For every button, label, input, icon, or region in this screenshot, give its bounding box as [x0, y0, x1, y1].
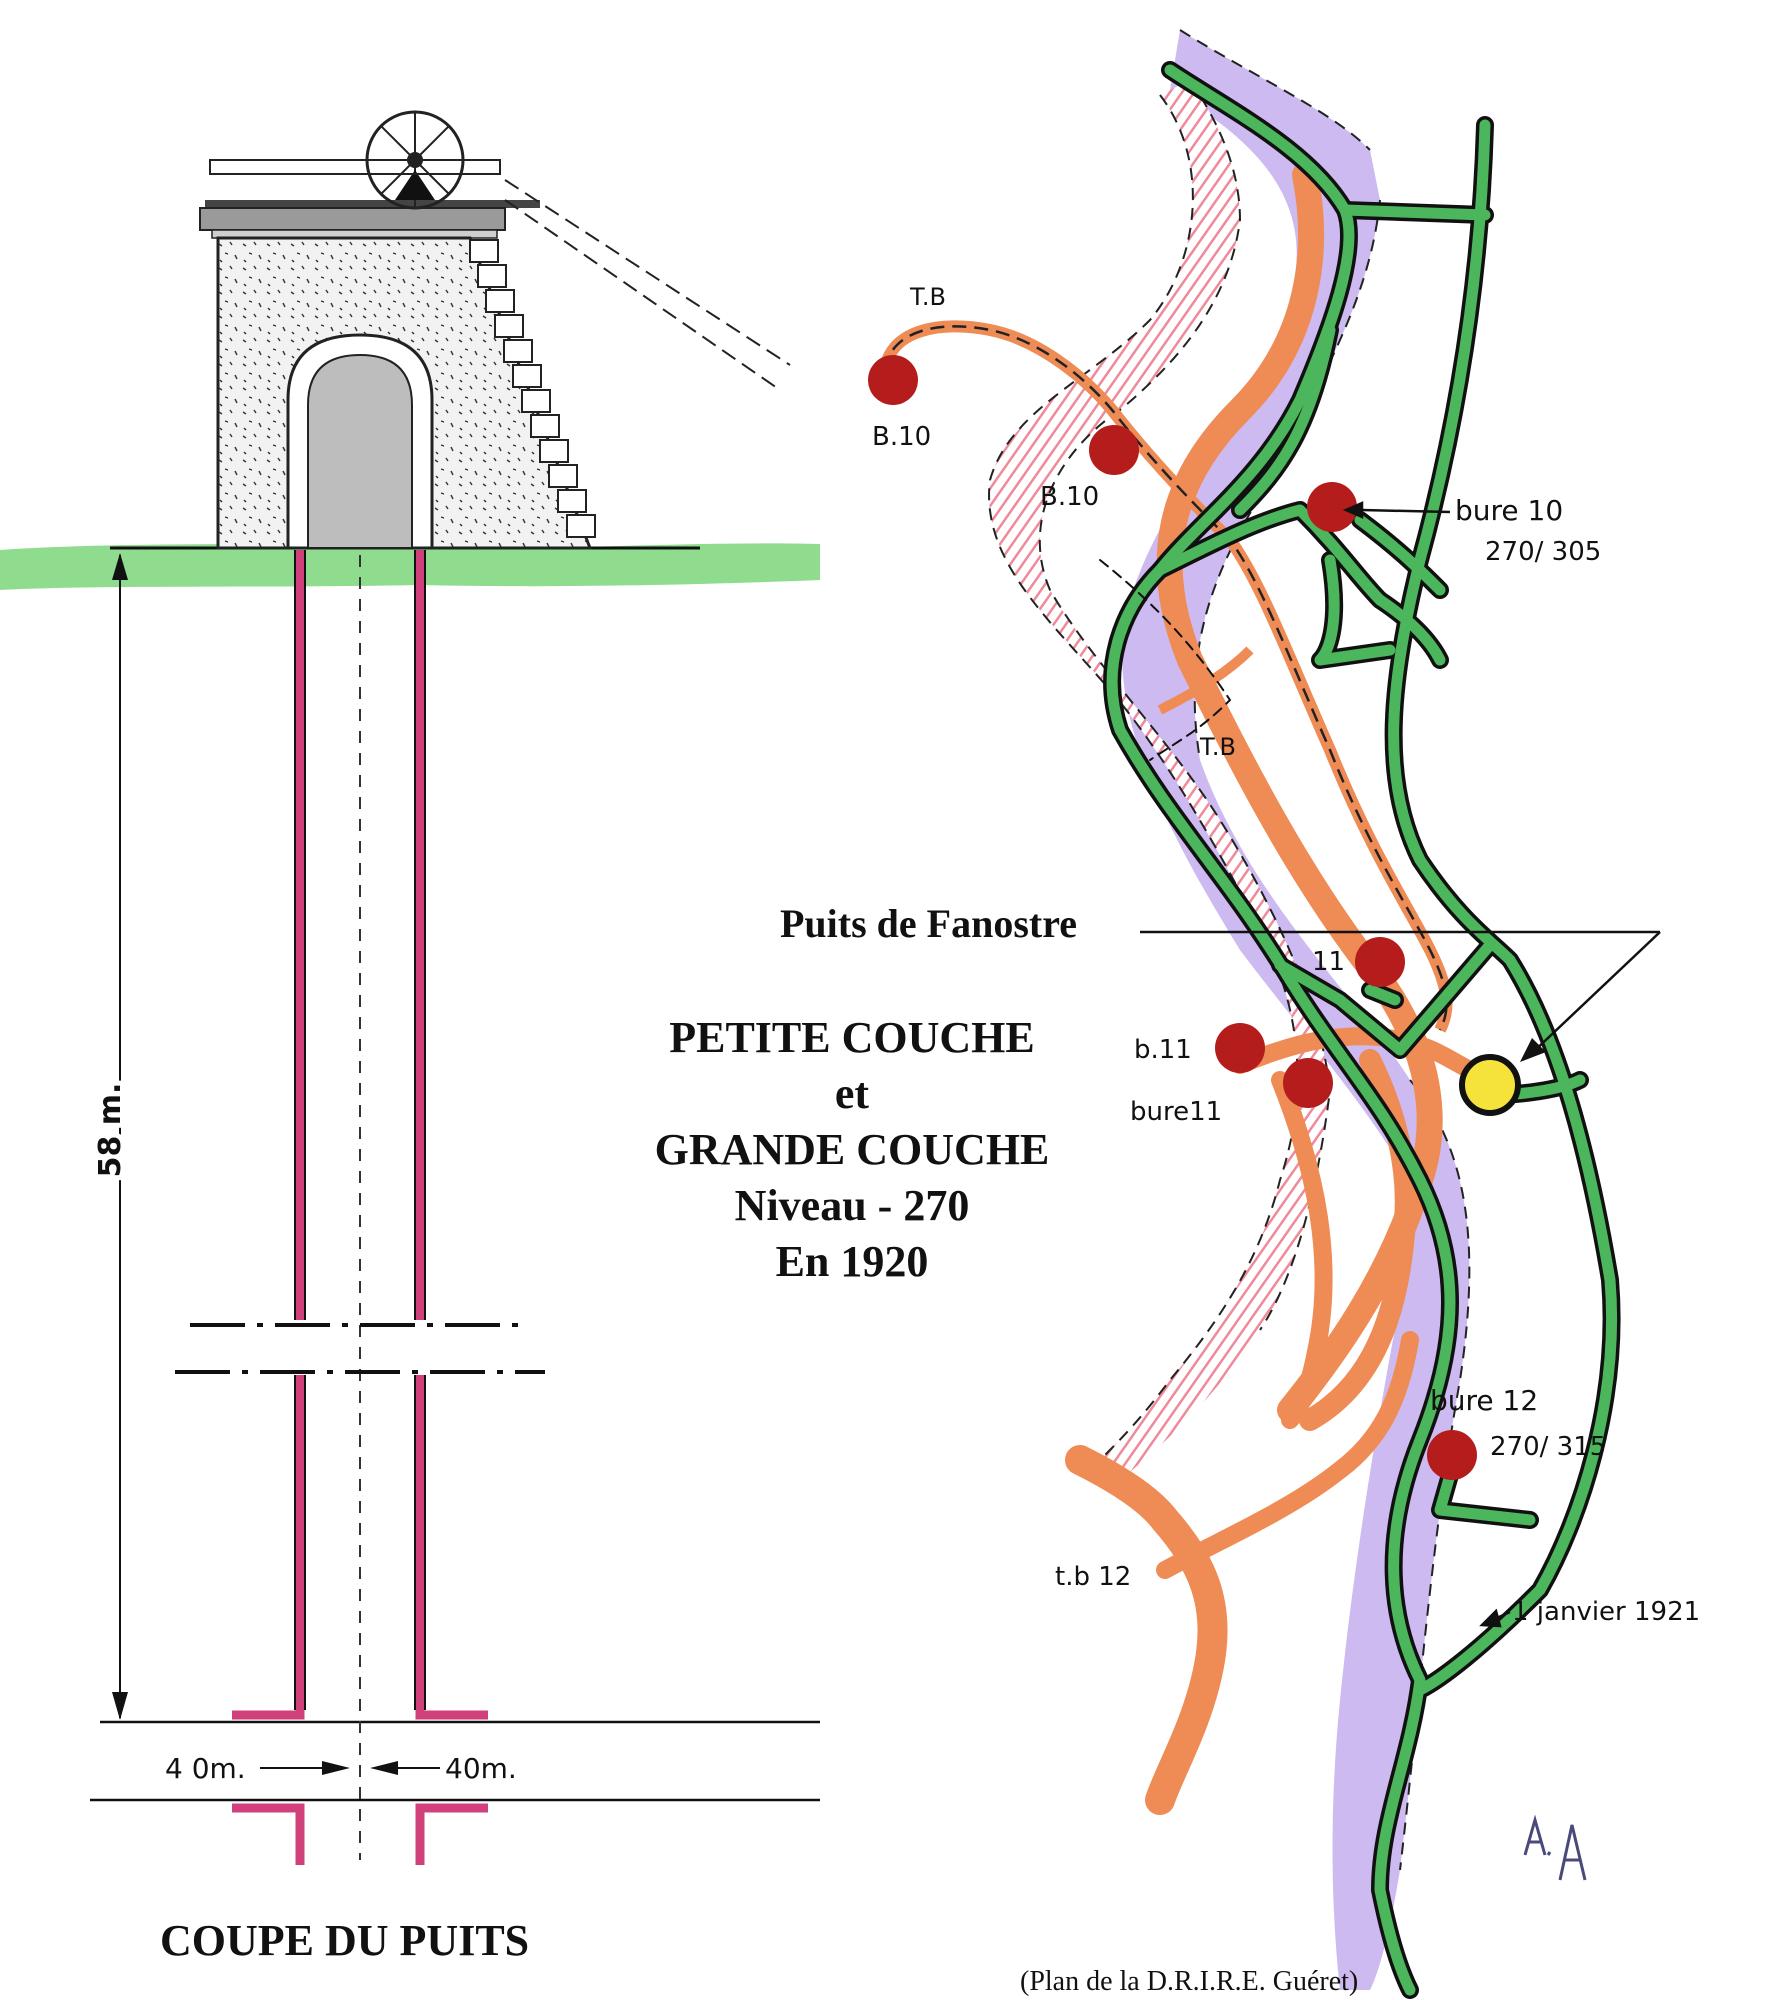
brick-quoins [469, 239, 596, 538]
label-bure12-name: bure 12 [1430, 1384, 1538, 1417]
shaft-position-icon [1459, 1054, 1521, 1116]
hoist-cable [504, 179, 791, 391]
label-11: 11 [1312, 947, 1345, 977]
title-line-2: et [835, 1069, 870, 1118]
shaft-walls [232, 550, 488, 1865]
title-line-5: En 1920 [776, 1237, 929, 1286]
depth-label: 58 m. [93, 1083, 128, 1178]
pink-hatched-vein [989, 80, 1330, 1480]
label-bure12-level: 270/ 315 [1490, 1432, 1606, 1462]
borehole-b11 [1215, 1023, 1265, 1073]
label-date: 1 janvier 1921 [1512, 1597, 1700, 1627]
label-b10-left: B.10 [872, 422, 931, 452]
borehole-b10-mid [1089, 425, 1139, 475]
width-dimension [260, 1761, 440, 1775]
borehole-bure11 [1283, 1058, 1333, 1108]
title-line-4: Niveau - 270 [735, 1181, 970, 1230]
depth-dimension [112, 553, 128, 1720]
shaft-marker [1140, 930, 1661, 1116]
label-tb-top: T.B [909, 283, 946, 311]
shaft-label: Puits de Fanostre [780, 901, 1077, 946]
borehole-11 [1355, 937, 1405, 987]
label-bure10-name: bure 10 [1455, 494, 1563, 527]
source-credit: (Plan de la D.R.I.R.E. Guéret) [1020, 1966, 1358, 1997]
boreholes [868, 355, 1477, 1480]
borehole-bure10 [1307, 482, 1357, 532]
width-right-label: 40m. [445, 1752, 517, 1785]
width-left-label: 4 0m. [165, 1752, 246, 1785]
artist-signature [1523, 1814, 1587, 1881]
label-bure10-level: 270/ 305 [1485, 537, 1601, 567]
bottom-gallery [90, 1720, 820, 1802]
borehole-bure12 [1427, 1430, 1477, 1480]
label-arrows [1342, 501, 1511, 1628]
headframe-building [199, 110, 791, 550]
label-tb-mid: T.B [1199, 733, 1236, 761]
label-b10-mid: B.10 [1040, 482, 1099, 512]
map-labels: T.B B.10 B.10 bure 10 270/ 305 T.B 11 b.… [872, 283, 1700, 1627]
mine-plan: Puits de Fanostre T.B B.10 B.10 bure 10 … [780, 29, 1700, 1999]
ground-line [0, 543, 820, 590]
section-caption: COUPE DU PUITS [160, 1916, 529, 1965]
shaft-cross-section: 58 m. 4 0m. 40m. COUPE DU PUITS [0, 110, 820, 1965]
green-galleries [1099, 61, 1621, 1999]
break-symbol [175, 1323, 545, 1374]
title-line-1: PETITE COUCHE [669, 1013, 1035, 1062]
label-b11: b.11 [1134, 1035, 1192, 1065]
map-title: PETITE COUCHE et GRANDE COUCHE Niveau - … [655, 1013, 1050, 1286]
title-line-3: GRANDE COUCHE [655, 1125, 1050, 1174]
borehole-b10-left [868, 355, 918, 405]
label-tb12: t.b 12 [1055, 1562, 1131, 1592]
label-bure11: bure11 [1130, 1097, 1222, 1127]
